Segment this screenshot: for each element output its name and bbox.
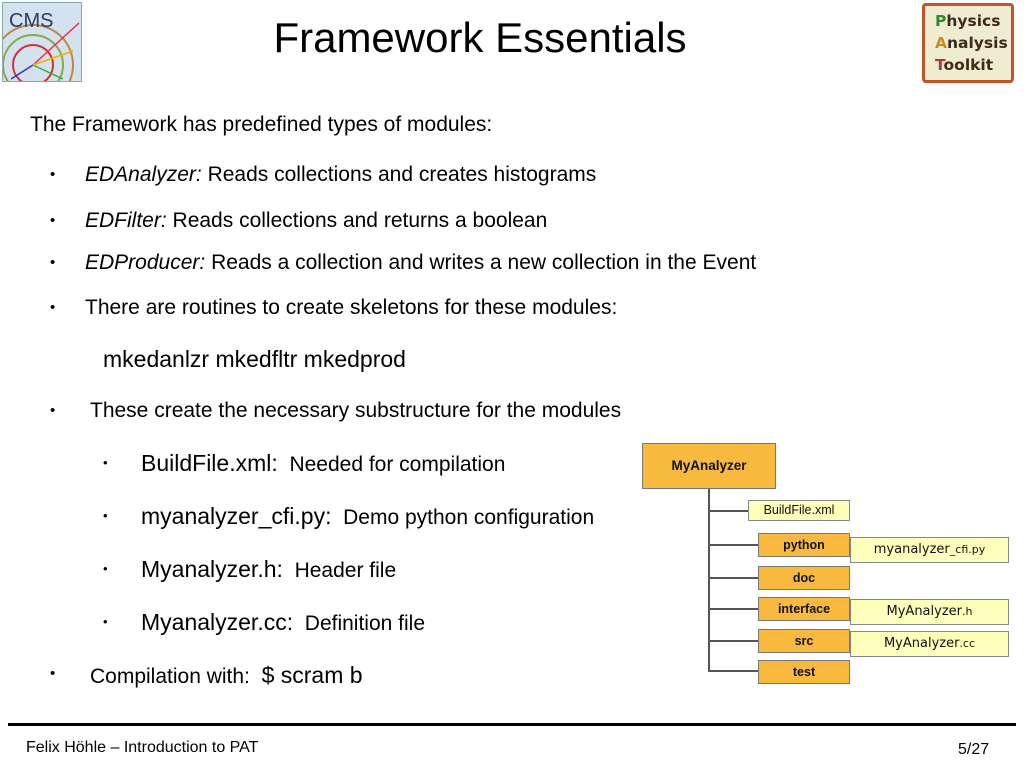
file-item: • myanalyzer_cfi.py: Demo python configu…	[103, 503, 595, 529]
substructure-item: • These create the necessary substructur…	[50, 399, 622, 422]
file-item: • Myanalyzer.cc: Definition file	[103, 609, 426, 635]
root-folder-box: MyAnalyzer	[642, 443, 776, 489]
pat-logo-line: Analysis	[935, 34, 1008, 52]
page-title: Framework Essentials	[273, 14, 687, 61]
tree-branch-line	[708, 670, 758, 672]
page-number: 5/27	[958, 741, 990, 758]
tree-trunk-line	[708, 489, 710, 671]
folder-box-python: python	[758, 533, 850, 557]
cfi-file-box: myanalyzer_cfi.py	[850, 537, 1009, 563]
header-file-box: MyAnalyzer.h	[850, 599, 1009, 625]
module-item: • EDProducer: Reads a collection and wri…	[50, 251, 757, 274]
footer-divider	[8, 723, 1016, 726]
cms-logo: CMS	[2, 2, 82, 82]
tree-branch-line	[708, 640, 758, 642]
module-item: • EDAnalyzer: Reads collections and crea…	[50, 163, 597, 186]
svg-text:CMS: CMS	[9, 10, 53, 32]
compilation-item: • Compilation with: $ scram b	[50, 662, 363, 688]
folder-box-test: test	[758, 660, 850, 684]
folder-box-doc: doc	[758, 566, 850, 590]
pat-logo: Physics Analysis Toolkit	[922, 3, 1014, 83]
pat-logo-line: Physics	[935, 12, 1001, 30]
file-item: • BuildFile.xml: Needed for compilation	[103, 450, 506, 476]
skeleton-commands: mkedanlzr mkedfltr mkedprod	[103, 346, 406, 372]
buildfile-box: BuildFile.xml	[748, 500, 850, 521]
tree-branch-line	[708, 544, 758, 546]
intro-text: The Framework has predefined types of mo…	[30, 113, 493, 136]
tree-branch-line	[708, 577, 758, 579]
skeletons-item: • There are routines to create skeletons…	[50, 296, 618, 319]
footer-author: Felix Höhle – Introduction to PAT	[26, 739, 259, 756]
tree-branch-line	[708, 510, 748, 512]
pat-logo-line: Toolkit	[935, 56, 994, 74]
file-item: • Myanalyzer.h: Header file	[103, 556, 397, 582]
source-file-box: MyAnalyzer.cc	[850, 631, 1009, 657]
folder-box-src: src	[758, 629, 850, 653]
tree-branch-line	[708, 608, 758, 610]
folder-box-interface: interface	[758, 597, 850, 621]
module-item: • EDFilter: Reads collections and return…	[50, 209, 548, 232]
